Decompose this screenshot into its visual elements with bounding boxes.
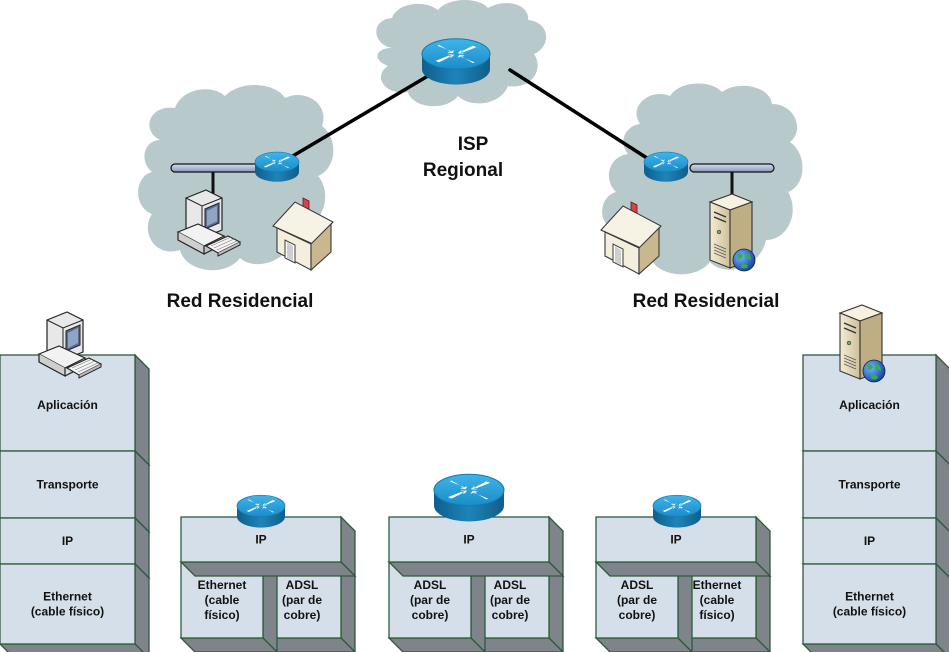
lan-bus bbox=[689, 163, 775, 173]
layer-ip bbox=[387, 515, 565, 578]
layer-ethernet bbox=[0, 562, 150, 652]
layer-label: físico) bbox=[204, 608, 239, 622]
layer-label: (cable físico) bbox=[31, 605, 104, 619]
layer-label: Ethernet bbox=[198, 578, 247, 592]
layer-label: Transporte bbox=[838, 478, 900, 492]
layer-label: Aplicación bbox=[839, 398, 900, 412]
layer-label: ADSL bbox=[286, 578, 319, 592]
layer-label: cobre) bbox=[284, 608, 321, 622]
layer-ethernet bbox=[801, 562, 949, 652]
layer-label: cobre) bbox=[492, 608, 529, 622]
layer-label: IP bbox=[255, 533, 266, 547]
layer-label: (par de bbox=[282, 593, 322, 607]
router-icon bbox=[653, 495, 701, 527]
web-server-icon bbox=[709, 193, 756, 272]
layer-label: IP bbox=[62, 534, 73, 548]
lan-bus bbox=[170, 163, 262, 173]
router-icon bbox=[434, 474, 504, 521]
wan-links bbox=[284, 68, 652, 162]
layer-label: Transporte bbox=[36, 478, 98, 492]
layer-label: Ethernet bbox=[845, 590, 894, 604]
layer-label: Ethernet bbox=[693, 578, 742, 592]
layer-label: ADSL bbox=[621, 578, 654, 592]
layer-label: Ethernet bbox=[43, 590, 92, 604]
layer-label: ADSL bbox=[494, 578, 527, 592]
left-lan bbox=[170, 152, 334, 271]
layer-label: cobre) bbox=[412, 608, 449, 622]
layer-label: (par de bbox=[617, 593, 657, 607]
layer-label: (cable bbox=[700, 593, 735, 607]
web-server-icon bbox=[839, 304, 886, 383]
link-isp-right bbox=[508, 68, 652, 162]
router-icon bbox=[255, 152, 299, 182]
layer-label: IP bbox=[670, 533, 681, 547]
layer-label: (cable bbox=[205, 593, 240, 607]
right-lan bbox=[600, 152, 775, 275]
left-network-label: Red Residencial bbox=[167, 291, 314, 312]
isp-label-line2: Regional bbox=[423, 160, 503, 181]
layer-label: IP bbox=[864, 534, 875, 548]
layer-label: IP bbox=[463, 533, 474, 547]
link-isp-left bbox=[284, 68, 440, 162]
layer-label: cobre) bbox=[619, 608, 656, 622]
right-network-label: Red Residencial bbox=[633, 291, 780, 312]
layer-label: (par de bbox=[490, 593, 530, 607]
isp-label-line1: ISP bbox=[458, 134, 489, 155]
layer-ip bbox=[179, 515, 357, 578]
layer-label: físico) bbox=[699, 608, 734, 622]
layer-label: (par de bbox=[410, 593, 450, 607]
layer-label: Aplicación bbox=[37, 398, 98, 412]
layer-label: (cable físico) bbox=[833, 605, 906, 619]
router-icon bbox=[644, 152, 688, 182]
isp-router-icon bbox=[422, 39, 490, 85]
router-icon bbox=[237, 495, 285, 527]
layer-label: ADSL bbox=[414, 578, 447, 592]
